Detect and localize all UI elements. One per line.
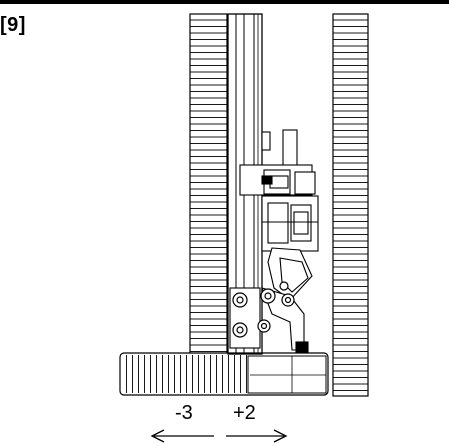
top-rule (0, 0, 449, 4)
adjust-minus-label: -3 (175, 402, 193, 424)
adjust-plus-label: +2 (233, 402, 256, 424)
right-panel (332, 13, 369, 397)
door-panel (119, 352, 329, 396)
pivot-pins (232, 281, 295, 338)
left-panel (189, 13, 228, 355)
adjustment-arrows (150, 429, 288, 443)
step-label: [9] (0, 14, 26, 36)
hinge-mechanism (229, 129, 319, 353)
